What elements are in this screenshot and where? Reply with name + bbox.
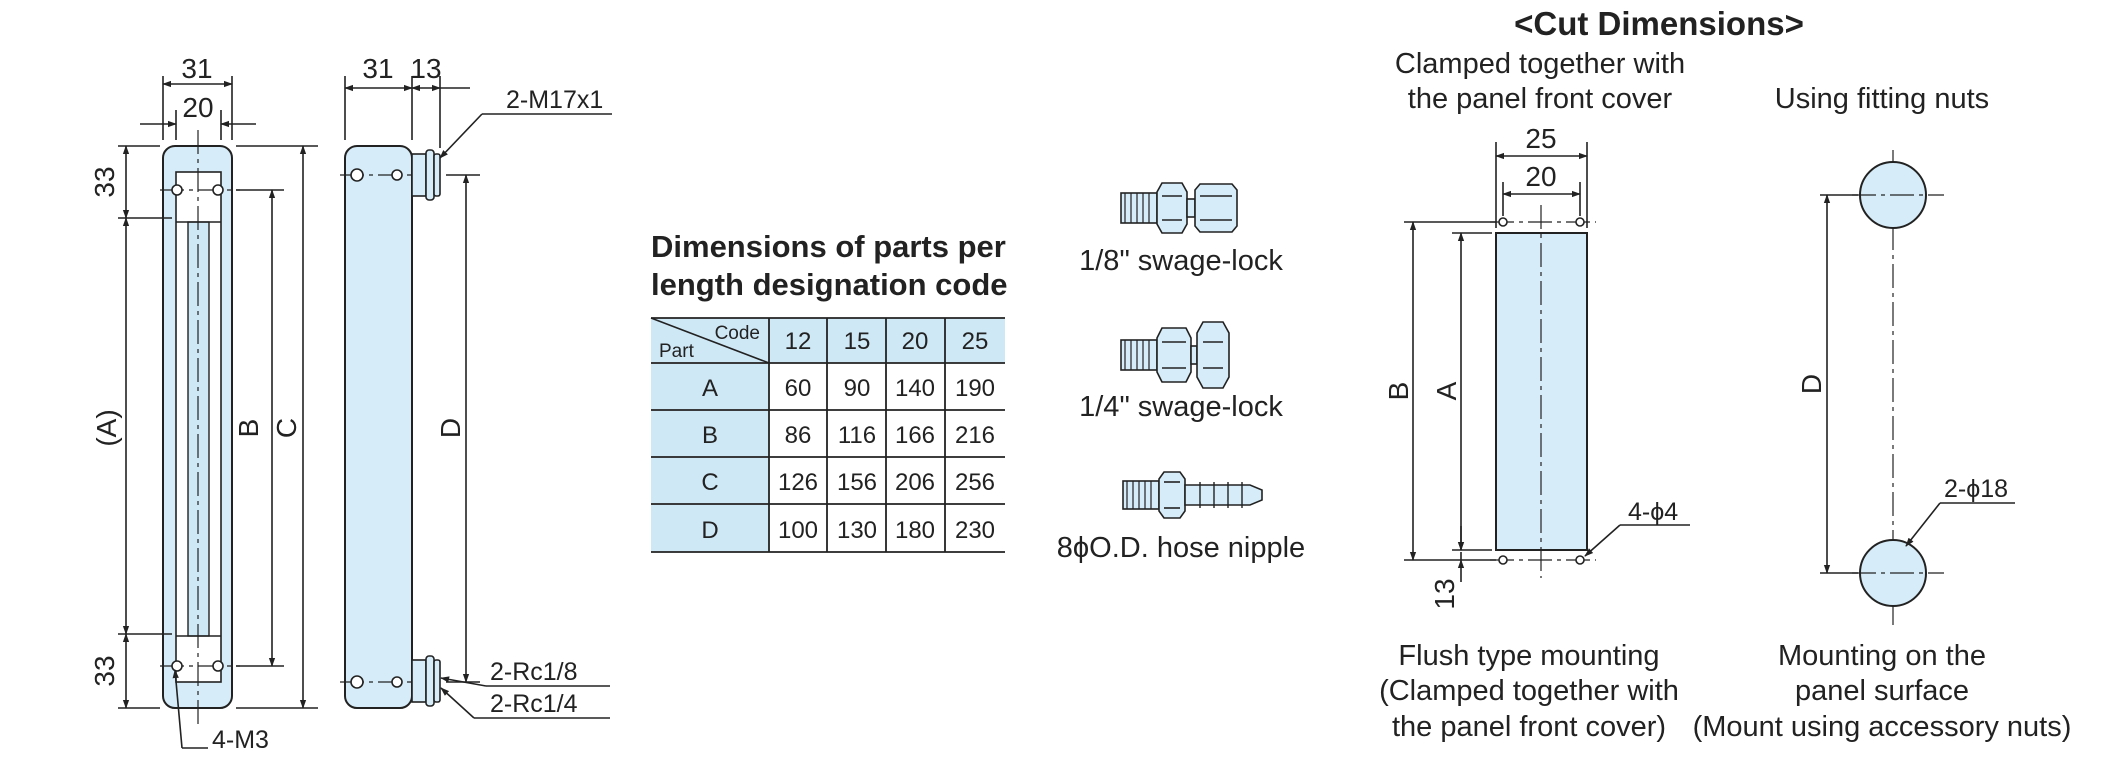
- front-length-b: B: [233, 419, 264, 438]
- swage-lock-icon: [1120, 321, 1230, 389]
- table-corner-part: Part: [659, 341, 695, 362]
- table-code: 20: [902, 328, 929, 355]
- front-width-31: 31: [181, 53, 212, 84]
- table-code: 25: [962, 328, 989, 355]
- hose-nipple-icon: [1122, 471, 1263, 519]
- table-cell: 90: [844, 375, 871, 402]
- side-hole-icon: [350, 675, 364, 689]
- cut-offset-13: 13: [1429, 578, 1460, 609]
- side-port-depth-13: 13: [410, 53, 441, 84]
- surface-bottom-caption-line3: (Mount using accessory nuts): [1693, 711, 2072, 743]
- flush-bottom-caption-line1: Flush type mounting: [1398, 640, 1659, 672]
- dimension-table: Dimensions of parts per length designati…: [650, 229, 1008, 553]
- cut-width-25: 25: [1525, 123, 1556, 154]
- side-hole-icon: [391, 169, 403, 181]
- table-cell: 86: [785, 422, 812, 449]
- table-cell: 156: [837, 469, 877, 496]
- front-mount-holes-label: 4-M3: [212, 726, 269, 754]
- flush-mounting-diagram: Clamped together with the panel front co…: [1379, 48, 1690, 743]
- table-cell: 180: [895, 517, 935, 544]
- cut-dimensions-heading: <Cut Dimensions>: [1514, 5, 1804, 42]
- table-cell: 126: [778, 469, 818, 496]
- top-port-fitting: [411, 149, 441, 201]
- bottom-port-fitting: [411, 655, 441, 707]
- front-length-a: (A): [91, 409, 122, 446]
- bottom-port-label-1: 2-Rc1/8: [490, 658, 578, 686]
- table-cell: 256: [955, 469, 995, 496]
- flush-bottom-caption-line2: (Clamped together with: [1379, 675, 1679, 707]
- cut-hole-icon: [1498, 217, 1508, 227]
- cut-length-b: B: [1383, 382, 1414, 401]
- table-corner-code: Code: [715, 323, 760, 344]
- front-view: 31 20 33 (A) 33 B C 4-M3: [89, 53, 318, 754]
- side-hole-icon: [350, 168, 364, 182]
- fitting-label: 1/8" swage-lock: [1079, 245, 1283, 277]
- fitting-swage-lock-1-8: 1/8" swage-lock: [1079, 182, 1283, 277]
- table-cell: 116: [838, 422, 876, 449]
- table-cell: 216: [955, 422, 995, 449]
- table-cell: 230: [955, 517, 995, 544]
- surface-bottom-caption-line1: Mounting on the: [1778, 640, 1986, 672]
- table-cell: 60: [785, 375, 812, 402]
- surface-holes-label: 2-ϕ18: [1944, 475, 2008, 503]
- mount-hole-icon: [171, 660, 183, 672]
- mount-hole-icon: [171, 184, 183, 196]
- swage-lock-icon: [1120, 182, 1238, 234]
- cut-length-a: A: [1431, 381, 1462, 400]
- front-length-c: C: [271, 418, 302, 438]
- fitting-swage-lock-1-4: 1/4" swage-lock: [1079, 321, 1283, 423]
- side-length-d: D: [435, 418, 466, 438]
- cut-hole-icon: [1498, 555, 1508, 565]
- table-cell: 100: [778, 517, 818, 544]
- table-cell: 130: [837, 517, 877, 544]
- cut-width-20: 20: [1525, 161, 1556, 192]
- table-cell: 166: [895, 422, 935, 449]
- table-cell: 206: [895, 469, 935, 496]
- cut-hole-icon: [1575, 555, 1585, 565]
- bottom-port-label-2: 2-Rc1/4: [490, 690, 578, 718]
- fitting-hose-nipple: 8ϕO.D. hose nipple: [1057, 471, 1305, 564]
- top-port-label: 2-M17x1: [506, 86, 603, 114]
- mount-hole-icon: [212, 660, 224, 672]
- table-cell: 140: [895, 375, 935, 402]
- side-hole-icon: [391, 676, 403, 688]
- table-title-line2: length designation code: [651, 267, 1008, 302]
- flush-top-caption-line2: the panel front cover: [1408, 83, 1673, 115]
- table-code: 12: [785, 328, 812, 355]
- table-cell: 190: [955, 375, 995, 402]
- front-width-20: 20: [182, 92, 213, 123]
- cut-hole-icon: [1575, 217, 1585, 227]
- surface-length-d: D: [1796, 374, 1827, 394]
- mount-hole-icon: [212, 184, 224, 196]
- table-part: B: [702, 422, 718, 449]
- table-part: D: [701, 517, 718, 544]
- side-width-31: 31: [362, 53, 393, 84]
- front-offset-top-33: 33: [89, 166, 120, 197]
- flush-top-caption-line1: Clamped together with: [1395, 48, 1685, 80]
- fitting-label: 8ϕO.D. hose nipple: [1057, 532, 1305, 564]
- cut-holes-label: 4-ϕ4: [1628, 498, 1678, 526]
- front-offset-bottom-33: 33: [89, 655, 120, 686]
- surface-top-caption: Using fitting nuts: [1775, 83, 1989, 115]
- side-view: 31 13 D 2-M17x1 2-Rc1/8 2-Rc1/4: [340, 53, 612, 719]
- surface-mounting-diagram: Using fitting nuts D 2-ϕ18 Mounting on t…: [1693, 83, 2072, 743]
- flush-bottom-caption-line3: the panel front cover): [1392, 711, 1666, 743]
- table-title-line1: Dimensions of parts per: [651, 229, 1006, 264]
- table-code: 15: [844, 328, 871, 355]
- surface-bottom-caption-line2: panel surface: [1795, 675, 1969, 707]
- table-part: C: [701, 469, 718, 496]
- table-part: A: [702, 375, 718, 402]
- fitting-label: 1/4" swage-lock: [1079, 391, 1283, 423]
